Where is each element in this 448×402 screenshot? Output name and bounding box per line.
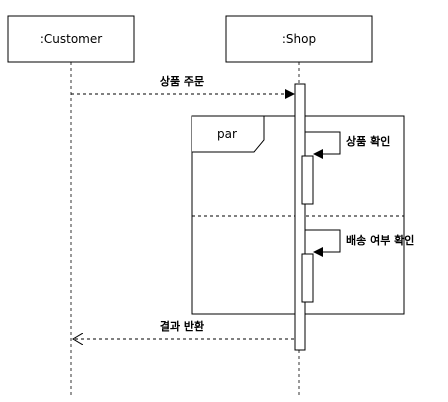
par-operator-tab [192, 115, 265, 153]
participant-shop-label: :Shop [282, 32, 316, 46]
check-product-self-arrow [305, 131, 341, 159]
order-message-label: 상품 주문 [160, 74, 204, 88]
participant-customer-label: :Customer [40, 32, 102, 46]
return-message-label: 결과 반환 [160, 319, 204, 333]
check-delivery-label: 배송 여부 확인 [346, 233, 414, 247]
participant-shop-box [225, 15, 373, 63]
check-product-label: 상품 확인 [346, 134, 390, 148]
participant-customer-box [7, 15, 135, 63]
par-operator-label: par [217, 127, 237, 141]
check-product-activation [301, 155, 314, 205]
check-delivery-activation [301, 253, 314, 303]
check-delivery-self-arrow [305, 229, 341, 257]
shop-activation-bar [294, 83, 306, 351]
